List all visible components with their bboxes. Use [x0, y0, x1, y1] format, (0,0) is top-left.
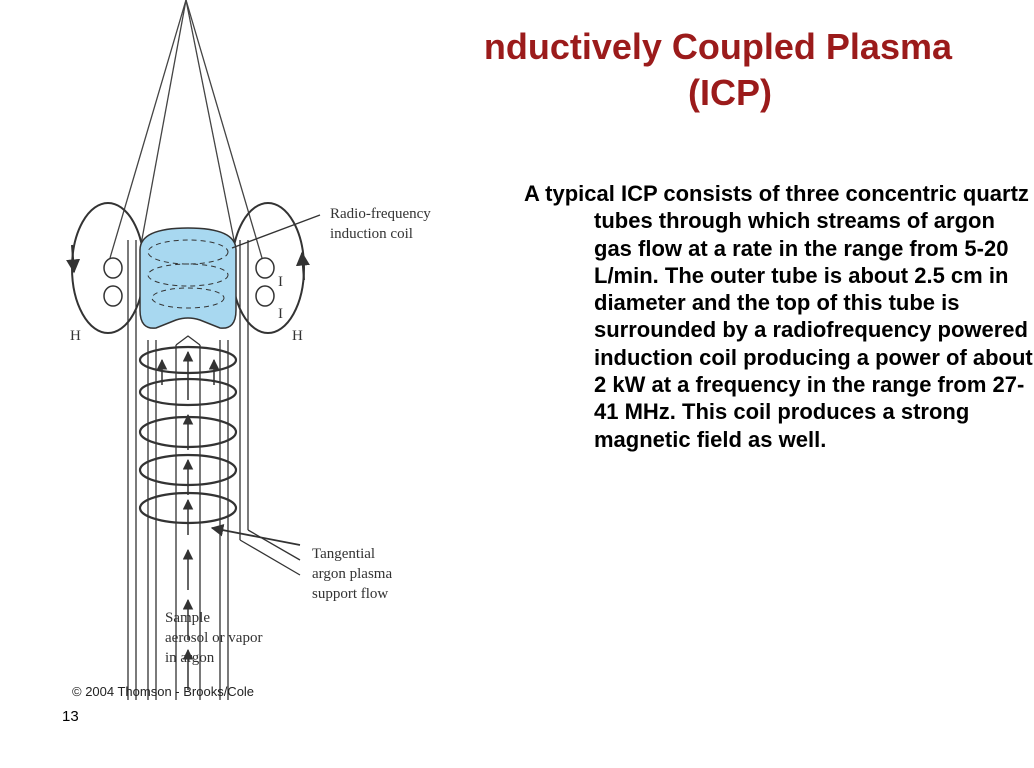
rf-label-leader: [231, 214, 321, 249]
label-tangential-line3: support flow: [312, 586, 388, 602]
title-line-2: (ICP): [688, 72, 772, 113]
label-sample-line3: in argon: [165, 650, 215, 666]
label-tangential-line1: Tangential: [312, 546, 375, 562]
copyright-notice: © 2004 Thomson - Brooks/Cole: [72, 684, 255, 699]
field-arrow-left: [66, 244, 81, 274]
label-i-upper: I: [278, 274, 283, 290]
flow-arrows: [156, 350, 220, 690]
body-paragraph: A typical ICP consists of three concentr…: [524, 181, 1033, 452]
label-h-right: H: [292, 328, 303, 344]
label-i-lower: I: [278, 306, 283, 322]
title-line-1: nductively Coupled Plasma: [483, 26, 952, 67]
tangential-flow-arrow: [210, 523, 301, 546]
label-tangential-line2: argon plasma: [312, 566, 392, 582]
label-sample-line1: Sample: [165, 610, 210, 626]
coil-ends: [103, 257, 275, 307]
label-rf-line1: Radio-frequency: [330, 206, 431, 222]
field-arrow-right: [295, 251, 310, 281]
emission-cone: [109, 0, 263, 259]
label-sample-line2: aerosol or vapor: [165, 630, 262, 646]
label-h-left: H: [70, 328, 81, 344]
plasma-fireball: [139, 227, 237, 329]
plasma-contours: [147, 239, 229, 309]
icp-torch-diagram: Radio-frequency induction coil I I H H T…: [66, 0, 431, 700]
label-rf-line2: induction coil: [330, 226, 413, 242]
slide-title: nductively Coupled Plasma (ICP): [440, 24, 970, 116]
page-number: 13: [62, 708, 79, 725]
